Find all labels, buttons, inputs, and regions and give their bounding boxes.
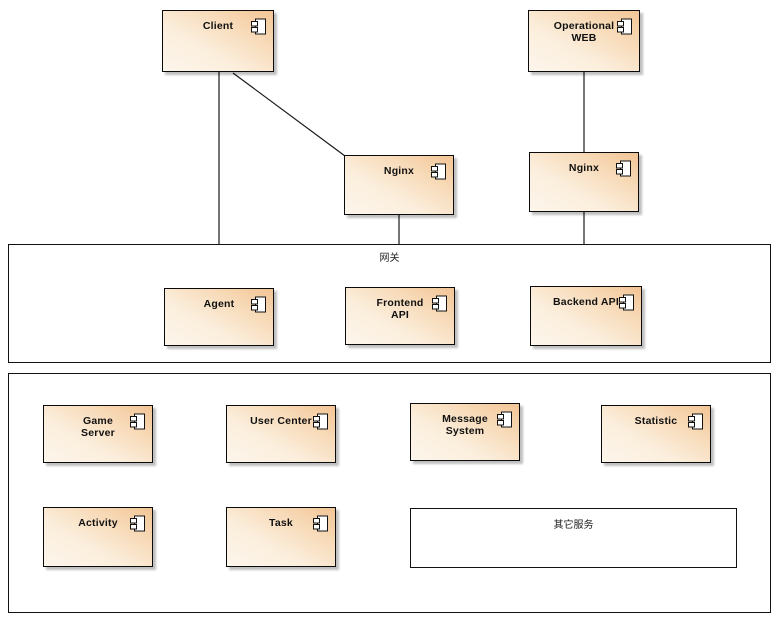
uml-component-icon — [619, 294, 634, 311]
component-task[interactable]: Task — [226, 507, 336, 567]
component-label: Nginx — [383, 165, 415, 177]
uml-component-icon — [688, 413, 703, 430]
component-game-server[interactable]: Game Server — [43, 405, 153, 463]
component-statistic[interactable]: Statistic — [601, 405, 711, 463]
component-operational-web[interactable]: Operational WEB — [528, 10, 640, 72]
component-message-system[interactable]: Message System — [410, 403, 520, 461]
component-nginx-right[interactable]: Nginx — [529, 152, 639, 212]
component-label: User Center — [250, 415, 312, 427]
component-label: Backend API — [553, 296, 619, 308]
component-user-center[interactable]: User Center — [226, 405, 336, 463]
uml-component-icon — [130, 413, 145, 430]
connector-client-to-nginx-left — [232, 72, 346, 157]
component-label: Agent — [203, 298, 235, 310]
uml-component-icon — [497, 411, 512, 428]
component-client[interactable]: Client — [162, 10, 274, 72]
uml-component-icon — [313, 413, 328, 430]
component-label: Task — [269, 517, 293, 529]
component-nginx-left[interactable]: Nginx — [344, 155, 454, 215]
uml-component-icon — [251, 296, 266, 313]
gateway-frame-title: 网关 — [379, 253, 400, 264]
uml-component-icon — [130, 515, 145, 532]
component-label: Activity — [78, 517, 118, 529]
uml-component-icon — [431, 163, 446, 180]
component-label: Client — [202, 20, 234, 32]
uml-component-icon — [251, 18, 266, 35]
component-label: Statistic — [634, 415, 678, 427]
uml-component-icon — [616, 160, 631, 177]
component-label: Operational WEB — [553, 20, 615, 44]
component-activity[interactable]: Activity — [43, 507, 153, 567]
uml-component-icon — [432, 295, 447, 312]
uml-component-icon — [313, 515, 328, 532]
component-label: Message System — [442, 413, 488, 437]
other-services-box[interactable]: 其它服务 — [410, 508, 737, 568]
other-services-label: 其它服务 — [553, 520, 594, 531]
component-label: Game Server — [81, 415, 115, 439]
uml-component-icon — [617, 18, 632, 35]
component-label: Frontend API — [376, 297, 424, 321]
component-frontend-api[interactable]: Frontend API — [345, 287, 455, 345]
component-backend-api[interactable]: Backend API — [530, 286, 642, 346]
component-agent[interactable]: Agent — [164, 288, 274, 346]
component-label: Nginx — [568, 162, 600, 174]
